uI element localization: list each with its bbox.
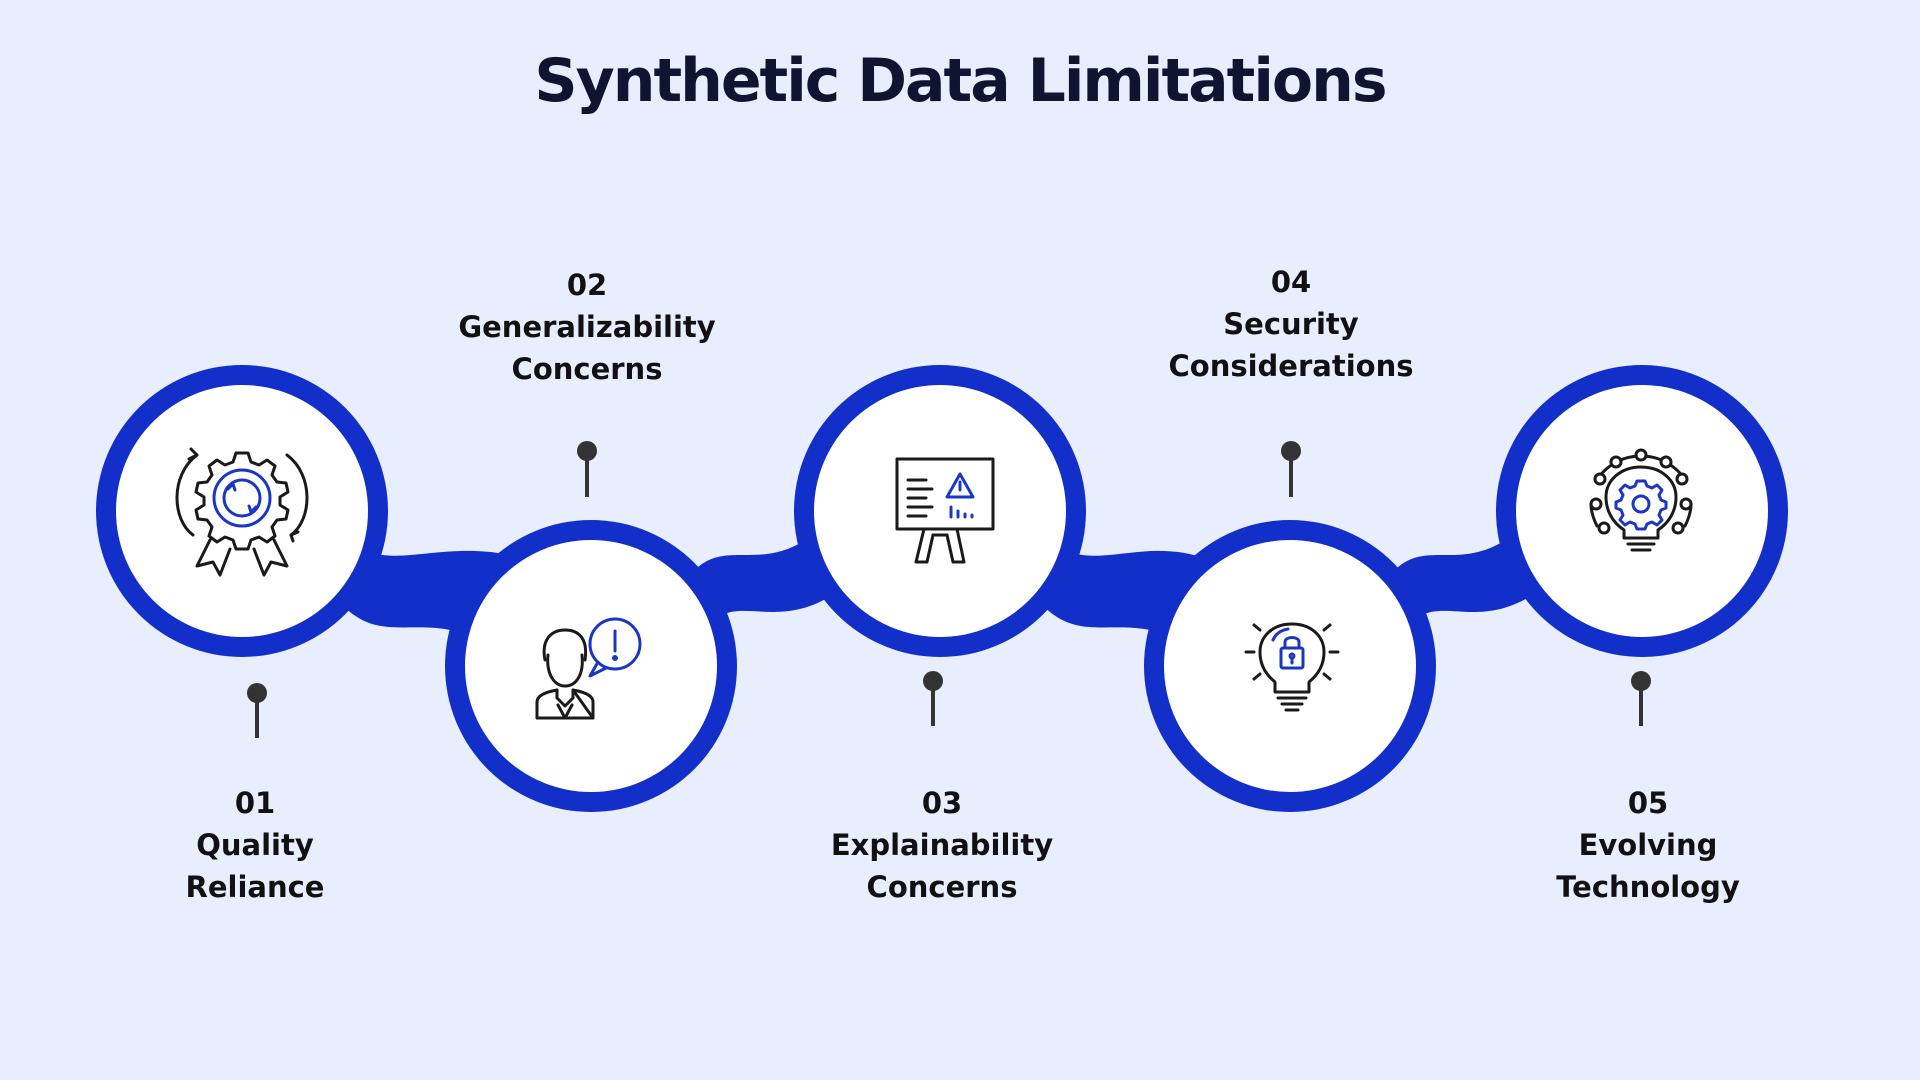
step-label-3: 03 Explainability Concerns [762,782,1122,908]
lightbulb-lock-icon [1244,622,1340,712]
pin-3 [923,671,943,726]
pin-5 [1631,671,1651,726]
step-title-line2: Concerns [866,870,1018,904]
pin-1 [247,683,267,738]
step-number: 05 [1627,786,1669,820]
step-number: 04 [1270,265,1312,299]
step-title-line1: Generalizability [458,310,716,344]
step-title-line1: Security [1223,307,1359,341]
pins [247,441,1651,738]
step-title-line1: Explainability [830,828,1054,862]
step-title-line2: Concerns [511,352,663,386]
step-number: 01 [234,786,276,820]
pin-2 [577,441,597,497]
gear-award-icon [175,447,309,577]
pin-4 [1281,441,1301,497]
step-title-line1: Quality [196,828,314,862]
step-title-line1: Evolving [1578,828,1718,862]
page-title: Synthetic Data Limitations [534,46,1387,116]
step-label-1: 01 Quality Reliance [75,782,435,908]
step-label-2: 02 Generalizability Concerns [407,264,767,390]
rings [96,365,1788,812]
step-title-line2: Reliance [185,870,325,904]
step-title-line2: Considerations [1168,349,1414,383]
step-label-4: 04 Security Considerations [1111,261,1471,387]
step-title-line2: Technology [1556,870,1740,904]
step-number: 02 [566,268,608,302]
presentation-warning-icon [895,457,995,564]
step-number: 03 [921,786,963,820]
person-alert-icon [535,617,642,720]
step-label-5: 05 Evolving Technology [1468,782,1828,908]
lightbulb-gear-icon [1589,448,1693,552]
